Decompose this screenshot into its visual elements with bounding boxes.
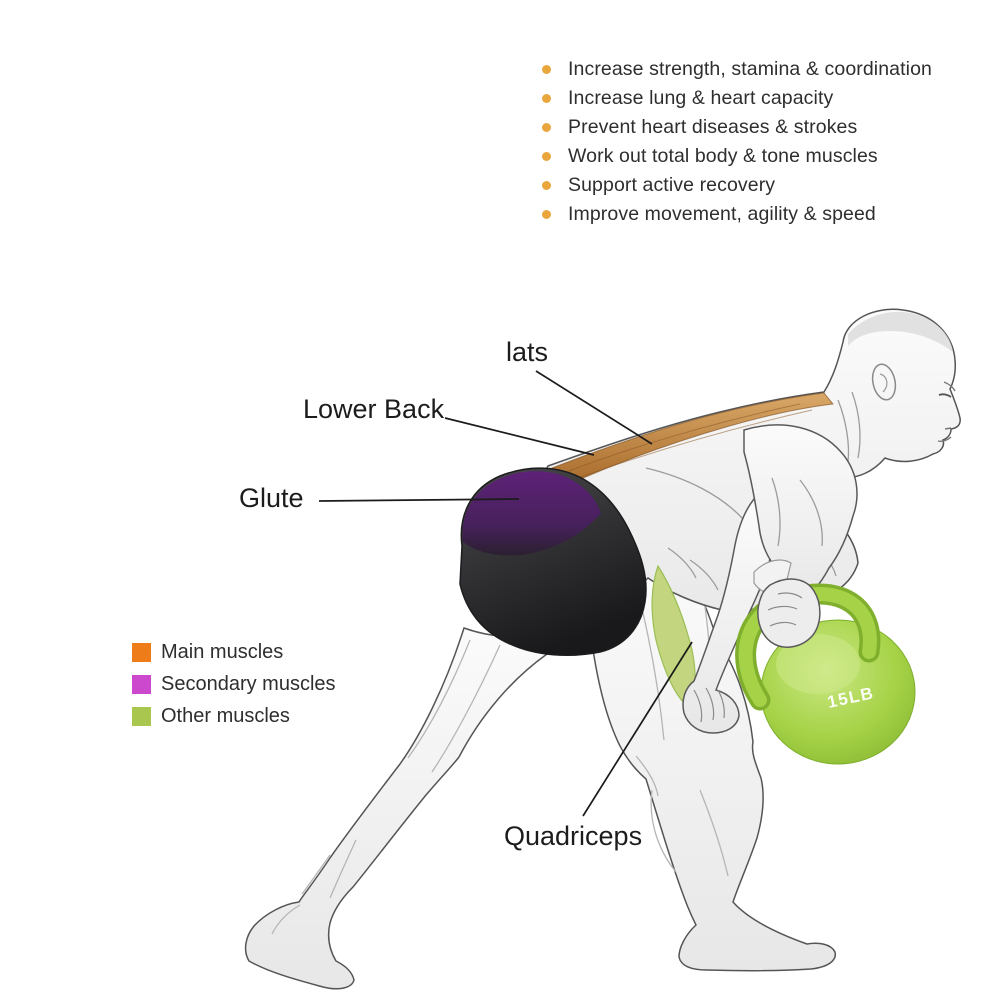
label-lats: lats (506, 337, 549, 367)
hand-on-knee-fingers (693, 687, 725, 723)
legend-item-other: Other muscles (132, 705, 336, 727)
legend: Main muscles Secondary muscles Other mus… (132, 641, 336, 739)
benefit-text: Improve movement, agility & speed (568, 203, 876, 225)
right-arm (682, 497, 772, 734)
benefit-item: Support active recovery (540, 171, 960, 200)
quadriceps-pointer-line (582, 641, 693, 817)
legend-item-secondary: Secondary muscles (132, 673, 336, 695)
benefit-item: Prevent heart diseases & strokes (540, 113, 960, 142)
benefit-item: Increase lung & heart capacity (540, 84, 960, 113)
label-lower-back: Lower Back (303, 394, 445, 424)
ear (871, 363, 897, 401)
label-quadriceps: Quadriceps (504, 821, 643, 851)
mouth (937, 436, 952, 442)
legend-swatch-secondary-icon (132, 675, 151, 694)
legend-label: Other muscles (161, 705, 290, 727)
eye (938, 393, 952, 398)
legend-swatch-other-icon (132, 707, 151, 726)
legend-label: Main muscles (161, 641, 284, 663)
benefit-item: Work out total body & tone muscles (540, 142, 960, 171)
rear-leg-striations (271, 639, 501, 935)
face-details (871, 363, 956, 442)
bullet-icon (542, 94, 551, 103)
benefit-text: Increase lung & heart capacity (568, 87, 834, 109)
benefit-text: Increase strength, stamina & coordinatio… (568, 58, 932, 80)
bullet-icon (542, 152, 551, 161)
benefit-item: Improve movement, agility & speed (540, 200, 960, 229)
arm-striations (771, 477, 823, 547)
hair-shading (848, 311, 953, 352)
bullet-icon (542, 181, 551, 190)
pointer-lines (318, 370, 693, 817)
bullet-icon (542, 123, 551, 132)
legend-label: Secondary muscles (161, 673, 336, 695)
legend-swatch-main-icon (132, 643, 151, 662)
label-glute: Glute (239, 483, 304, 513)
back-highlight-fibers (565, 403, 813, 479)
glute-pointer-line (318, 498, 520, 502)
fist (757, 578, 821, 648)
legend-item-main: Main muscles (132, 641, 336, 663)
kettlebell-highlight (776, 634, 860, 694)
rear-leg (244, 627, 573, 990)
benefit-text: Support active recovery (568, 174, 776, 196)
glute-highlight-secondary (462, 471, 601, 556)
gripping-hand (753, 559, 821, 648)
benefit-text: Work out total body & tone muscles (568, 145, 878, 167)
bullet-icon (542, 210, 551, 219)
fist-knuckles (767, 592, 803, 627)
lower-back-pointer-line (444, 417, 595, 456)
benefit-text: Prevent heart diseases & strokes (568, 116, 858, 138)
bullet-icon (542, 65, 551, 74)
torso-striations (645, 391, 861, 591)
benefit-item: Increase strength, stamina & coordinatio… (540, 55, 960, 84)
benefits-list: Increase strength, stamina & coordinatio… (540, 55, 960, 229)
lats-pointer-line (535, 370, 653, 445)
